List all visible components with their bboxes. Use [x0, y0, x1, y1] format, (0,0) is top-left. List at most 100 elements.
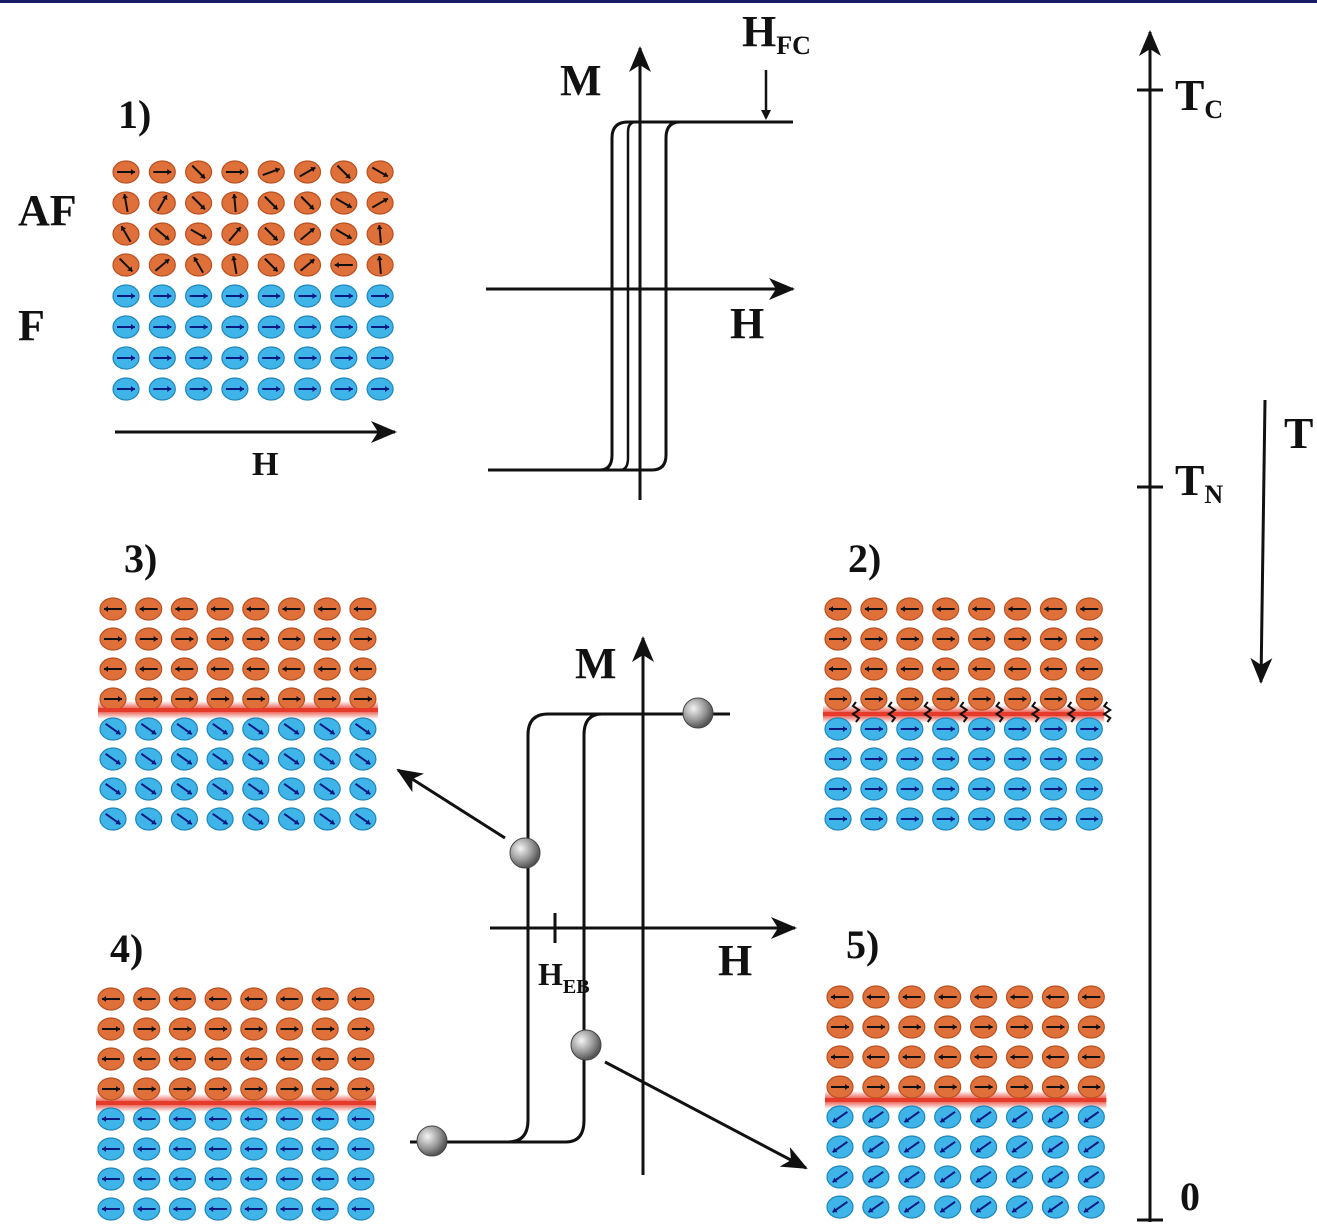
f-spin [170, 747, 198, 771]
af-spin [860, 687, 888, 711]
f-spin [148, 315, 176, 339]
zero-label: 0 [1180, 1174, 1200, 1219]
f-spin [97, 1107, 125, 1131]
f-spin [133, 1197, 161, 1221]
exchange-coupling-spring [1030, 701, 1041, 723]
f-spin [148, 284, 176, 308]
af-spin [932, 627, 960, 651]
af-spin [347, 1047, 375, 1071]
f-spin [969, 1195, 998, 1219]
f-spin [97, 1197, 125, 1221]
af-spin [275, 987, 304, 1011]
f-spin [896, 807, 924, 831]
af-spin [967, 687, 996, 711]
f-spin [932, 777, 960, 801]
af-spin [185, 222, 213, 246]
f-spin [1003, 747, 1032, 771]
af-spin [275, 1017, 304, 1041]
f-spin [1075, 777, 1103, 801]
f-spin [1003, 777, 1032, 801]
af-spin [148, 253, 176, 277]
af-spin [97, 987, 125, 1011]
af-spin [112, 191, 140, 215]
panel-5-spins [825, 985, 1107, 1219]
af-spin [135, 687, 163, 711]
panel-5-label: 5) [846, 922, 879, 967]
f-spin [221, 377, 249, 401]
af-spin [826, 1045, 854, 1069]
af-spin [313, 597, 341, 621]
af-spin [99, 597, 127, 621]
af-spin [170, 627, 198, 651]
heb-main: H [538, 956, 563, 992]
af-spin [1039, 627, 1068, 651]
tn-sub: N [1204, 480, 1223, 509]
f-spin [135, 747, 163, 771]
af-spin [1039, 597, 1068, 621]
af-spin [860, 657, 888, 681]
af-spin [349, 627, 377, 651]
loop-top-m-label: M [560, 56, 602, 105]
f-spin [826, 1195, 854, 1219]
f-spin [135, 777, 163, 801]
af-spin [185, 191, 213, 215]
af-spin [862, 1015, 890, 1039]
f-spin [206, 777, 234, 801]
af-layer-label: AF [18, 186, 77, 235]
f-spin [206, 747, 234, 771]
af-spin [934, 1045, 962, 1069]
af-spin [99, 687, 127, 711]
f-spin [148, 346, 176, 370]
af-spin [826, 1075, 854, 1099]
f-spin [330, 377, 358, 401]
af-spin [170, 597, 198, 621]
f-spin [185, 346, 213, 370]
f-spin [967, 807, 996, 831]
f-spin [826, 1105, 854, 1129]
f-spin [206, 717, 234, 741]
af-spin [347, 1077, 375, 1101]
f-spin [824, 717, 852, 741]
top-border [0, 0, 1317, 3]
f-spin [170, 807, 198, 831]
af-spin [1005, 1045, 1034, 1069]
af-spin [1003, 687, 1032, 711]
af-spin [257, 160, 285, 184]
f-spin [967, 717, 996, 741]
f-spin [1003, 807, 1032, 831]
af-spin [896, 627, 924, 651]
af-spin [347, 1017, 375, 1041]
af-spin [277, 657, 306, 681]
f-spin [824, 807, 852, 831]
f-spin [826, 1165, 854, 1189]
af-spin [1005, 985, 1034, 1009]
f-spin [242, 717, 270, 741]
af-spin [934, 1015, 962, 1039]
f-spin [896, 777, 924, 801]
loop-bottom-m-label: M [575, 639, 617, 688]
f-spin [824, 777, 852, 801]
f-spin [1039, 807, 1068, 831]
f-spin [366, 346, 394, 370]
f-spin [133, 1107, 161, 1131]
af-spin [275, 1077, 304, 1101]
af-spin [330, 160, 358, 184]
af-spin [293, 160, 322, 184]
panel-4-label: 4) [110, 926, 143, 971]
af-spin [898, 1015, 926, 1039]
af-spin [826, 1015, 854, 1039]
f-spin [135, 717, 163, 741]
f-spin [1075, 807, 1103, 831]
f-spin [1005, 1195, 1034, 1219]
f-spin [934, 1165, 962, 1189]
f-spin [293, 346, 322, 370]
heb-label: HEB [538, 956, 590, 998]
af-spin [1003, 627, 1032, 651]
af-spin [969, 1045, 998, 1069]
f-spin [969, 1135, 998, 1159]
f-spin [330, 346, 358, 370]
cooling-t-label: T [1284, 409, 1313, 458]
af-spin [932, 597, 960, 621]
f-spin [862, 1165, 890, 1189]
